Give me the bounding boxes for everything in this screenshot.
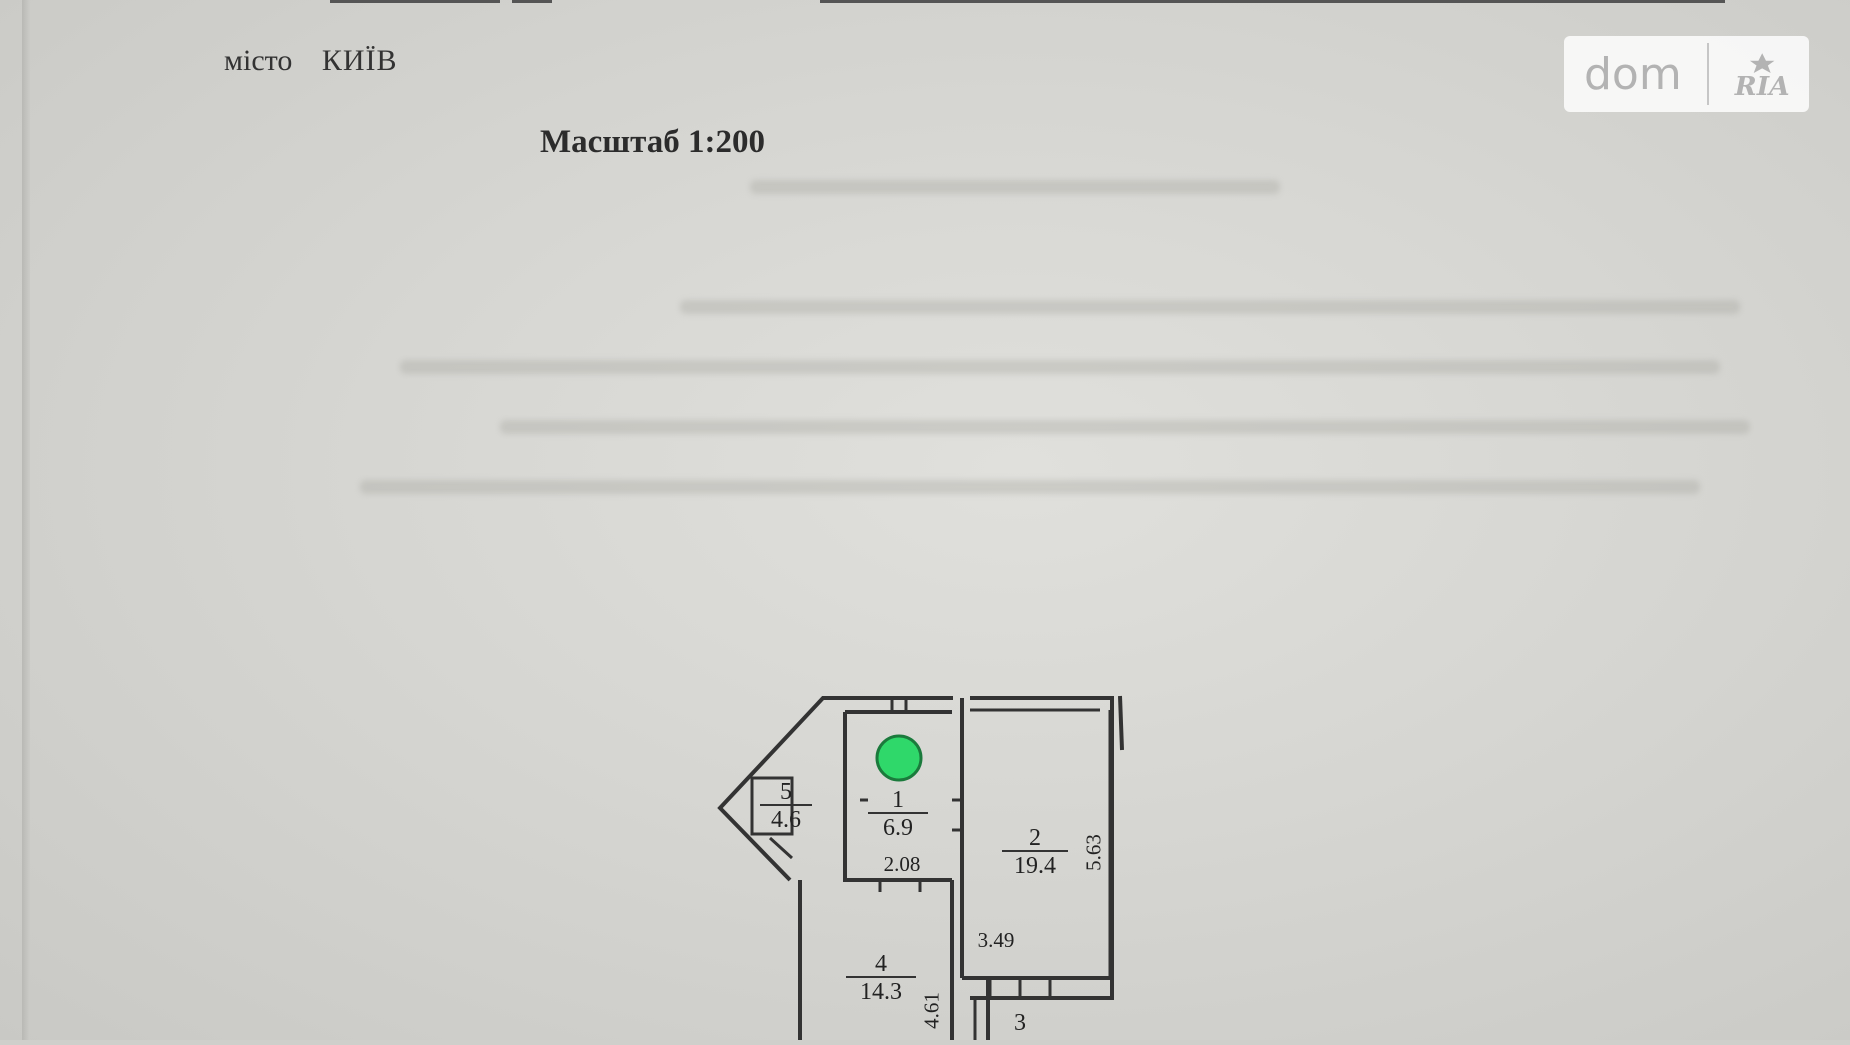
room-5-label: 5 4.6 [760, 780, 812, 834]
room-1-label: 1 6.9 [868, 788, 928, 842]
room-number: 5 [760, 780, 812, 806]
ria-logo-icon: RIA [1733, 53, 1789, 102]
header-underline [512, 0, 552, 3]
room-number: 1 [868, 788, 928, 814]
watermark-divider [1706, 43, 1709, 105]
faded-stamp-line [400, 360, 1720, 374]
dimension-label: 2.08 [883, 852, 921, 876]
domria-watermark: dom RIA [1564, 36, 1809, 112]
faded-stamp-line [360, 480, 1700, 494]
scale-caption: Масштаб 1:200 [540, 124, 766, 160]
room-area: 19.4 [1014, 853, 1056, 879]
floor-plan-walls [717, 695, 1124, 1040]
dimension-label: 5.63 [1081, 834, 1106, 871]
city-value: КИЇВ [321, 44, 398, 77]
header-underline [820, 0, 1725, 3]
svg-text:RIA: RIA [1733, 71, 1789, 102]
dimension-label: 3.49 [977, 928, 1015, 952]
room-area: 6.9 [883, 815, 913, 841]
faded-stamp-line [500, 420, 1750, 434]
city-label: місто [224, 44, 293, 77]
location-marker-icon [875, 734, 923, 782]
room-area: 4.6 [771, 807, 801, 833]
room-area: 14.3 [860, 979, 902, 1005]
floor-plan: 1 6.9 2 19.4 3 4 14.3 5 4.6 2.08 5.63 3.… [700, 680, 1160, 1040]
room-number: 2 [1002, 826, 1068, 852]
room-3-number: 3 [1014, 1010, 1026, 1036]
room-4-label: 4 14.3 [846, 952, 916, 1006]
city-row: місто КИЇВ [224, 44, 398, 78]
faded-stamp-line [750, 180, 1280, 194]
faded-stamp-line [680, 300, 1740, 314]
room-2-label: 2 19.4 [1002, 826, 1068, 880]
room-number: 4 [846, 952, 916, 978]
watermark-brand: dom [1584, 48, 1682, 100]
dimension-label: 4.61 [919, 992, 944, 1029]
header-underline [330, 0, 500, 3]
paper-edge [22, 0, 30, 1040]
